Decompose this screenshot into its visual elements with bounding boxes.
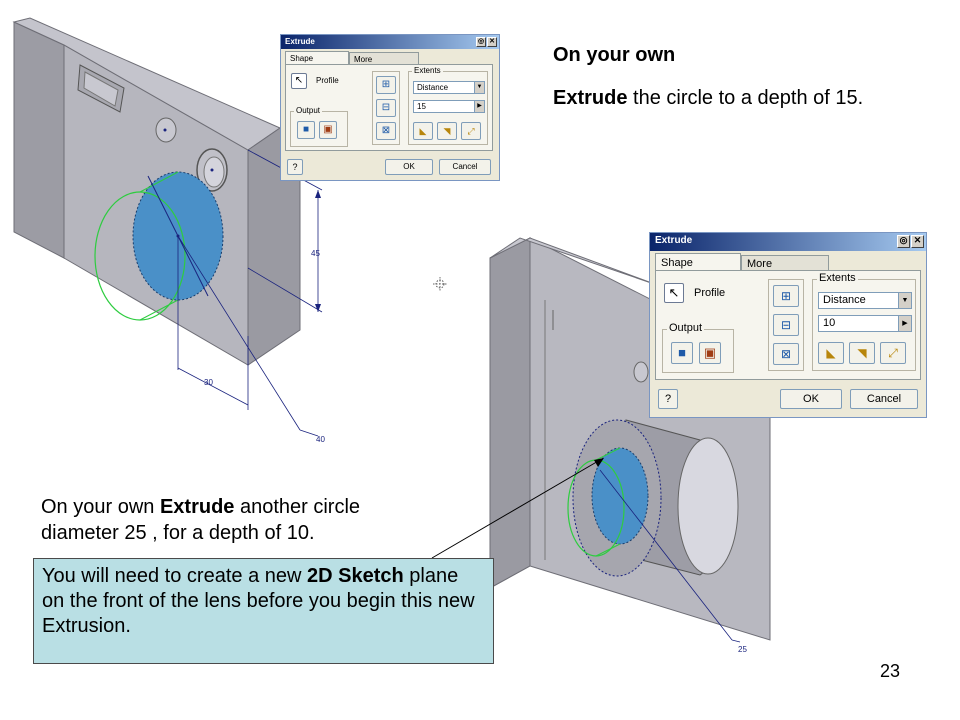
intersect-button[interactable]: ⊠ [376, 122, 396, 140]
pin-icon[interactable]: ◎ [897, 235, 910, 248]
tab-more-label: More [354, 55, 373, 64]
shape-panel: ↖ Profile Output ■ ▣ ⊞ ⊟ ⊠ Extents Dista… [655, 270, 921, 380]
cancel-button[interactable]: Cancel [850, 389, 918, 409]
cursor-icon [433, 277, 447, 291]
cut-button[interactable]: ⊟ [773, 314, 799, 336]
pin-icon[interactable]: ◎ [476, 37, 486, 47]
profile-select-button[interactable]: ↖ [291, 73, 307, 89]
chevron-down-icon[interactable]: ▼ [474, 82, 484, 93]
tab-more[interactable]: More [741, 255, 829, 271]
surface-output-button[interactable]: ▣ [319, 121, 337, 139]
chevron-down-icon[interactable]: ▼ [898, 293, 911, 308]
dialog-titlebar: Extrude ◎ ✕ [650, 233, 926, 251]
instruction-heading: On your own [553, 44, 676, 66]
ok-button[interactable]: OK [385, 159, 433, 175]
extents-label: Extents [817, 272, 858, 284]
instruction-mid-rest: another circle diameter 25 , for a depth… [41, 496, 361, 544]
direction-1-button[interactable]: ◣ [818, 342, 844, 364]
join-button[interactable]: ⊞ [773, 285, 799, 307]
extent-type-value: Distance [417, 83, 449, 92]
extent-distance-input[interactable]: 15 ▶ [413, 100, 485, 113]
ok-button[interactable]: OK [780, 389, 842, 409]
note-part2: plane on the front of the lens before yo… [42, 565, 475, 637]
output-group: Output ■ ▣ [290, 106, 348, 147]
help-button[interactable]: ? [658, 389, 678, 409]
output-label: Output [294, 106, 323, 115]
close-icon[interactable]: ✕ [911, 235, 924, 248]
extents-label: Extents [412, 66, 443, 75]
tab-shape[interactable]: Shape [285, 51, 349, 65]
profile-select-button[interactable]: ↖ [664, 283, 684, 303]
extent-distance-value: 15 [417, 102, 426, 111]
extrude-dialog-large: Extrude ◎ ✕ Shape More ↖ Profile Output … [649, 232, 927, 418]
symmetric-button[interactable]: ⤢ [461, 122, 481, 140]
dim-45-label: 45 [311, 249, 320, 258]
note-box: You will need to create a new 2D Sketch … [33, 558, 494, 664]
output-label: Output [667, 322, 705, 334]
tab-shape-label: Shape [290, 54, 314, 63]
cut-button[interactable]: ⊟ [376, 99, 396, 117]
direction-2-button[interactable]: ◥ [849, 342, 875, 364]
dialog-titlebar: Extrude ◎ ✕ [281, 35, 499, 49]
chevron-right-icon[interactable]: ▶ [474, 101, 484, 112]
extents-group: Extents Distance ▼ 10 ▶ ◣ ◥ ⤢ [812, 272, 916, 371]
output-group: Output ■ ▣ [662, 322, 734, 373]
cancel-label: Cancel [866, 393, 902, 405]
dim-25-label: 25 [738, 645, 747, 654]
symmetric-button[interactable]: ⤢ [880, 342, 906, 364]
direction-2-button[interactable]: ◥ [437, 122, 457, 140]
chevron-right-icon[interactable]: ▶ [898, 316, 911, 331]
dim-40-label: 40 [316, 435, 325, 444]
help-label: ? [664, 393, 672, 405]
profile-label: Profile [316, 76, 339, 85]
tab-more-label: More [747, 258, 773, 270]
ok-label: OK [403, 162, 415, 171]
camera-body-top: 45 30 40 [12, 17, 325, 444]
tab-more[interactable]: More [349, 52, 419, 65]
help-label: ? [292, 162, 298, 172]
tab-shape[interactable]: Shape [655, 253, 741, 271]
instruction-mid-bold: Extrude [159, 496, 235, 518]
dim-30-label: 30 [204, 378, 213, 387]
instruction-mid: On your own Extrude another circle diame… [41, 494, 441, 546]
note-part1: You will need to create a new [42, 565, 307, 587]
extent-type-value: Distance [823, 294, 866, 306]
solid-output-button[interactable]: ■ [297, 121, 315, 139]
instruction-line: Extrude the circle to a depth of 15. [553, 87, 863, 110]
extent-type-select[interactable]: Distance ▼ [818, 292, 912, 309]
instruction-mid-prefix: On your own [41, 496, 160, 518]
note-bold: 2D Sketch [307, 565, 404, 587]
help-button[interactable]: ? [287, 159, 303, 175]
cancel-button[interactable]: Cancel [439, 159, 491, 175]
tab-shape-label: Shape [661, 257, 693, 269]
profile-label: Profile [694, 287, 726, 299]
surface-output-button[interactable]: ▣ [699, 342, 721, 364]
shape-panel: ↖ Profile Output ■ ▣ ⊞ ⊟ ⊠ Extents Dista… [285, 64, 493, 151]
ok-label: OK [803, 393, 819, 405]
operation-group: ⊞ ⊟ ⊠ [768, 279, 804, 371]
dialog-title: Extrude [285, 37, 315, 46]
extents-group: Extents Distance ▼ 15 ▶ ◣ ◥ ⤢ [408, 66, 488, 145]
instruction-rest: the circle to a depth of 15. [627, 87, 864, 109]
join-button[interactable]: ⊞ [376, 76, 396, 94]
operation-group: ⊞ ⊟ ⊠ [372, 71, 400, 145]
page-number: 23 [880, 661, 901, 681]
close-icon[interactable]: ✕ [487, 37, 497, 47]
instruction-bold: Extrude [553, 87, 628, 109]
cancel-label: Cancel [452, 162, 478, 171]
extent-type-select[interactable]: Distance ▼ [413, 81, 485, 94]
direction-1-button[interactable]: ◣ [413, 122, 433, 140]
dialog-title: Extrude [655, 235, 693, 246]
solid-output-button[interactable]: ■ [671, 342, 693, 364]
extrude-dialog-small: Extrude ◎ ✕ Shape More ↖ Profile Output … [280, 34, 500, 181]
intersect-button[interactable]: ⊠ [773, 343, 799, 365]
extent-distance-value: 10 [823, 317, 836, 329]
extent-distance-input[interactable]: 10 ▶ [818, 315, 912, 332]
